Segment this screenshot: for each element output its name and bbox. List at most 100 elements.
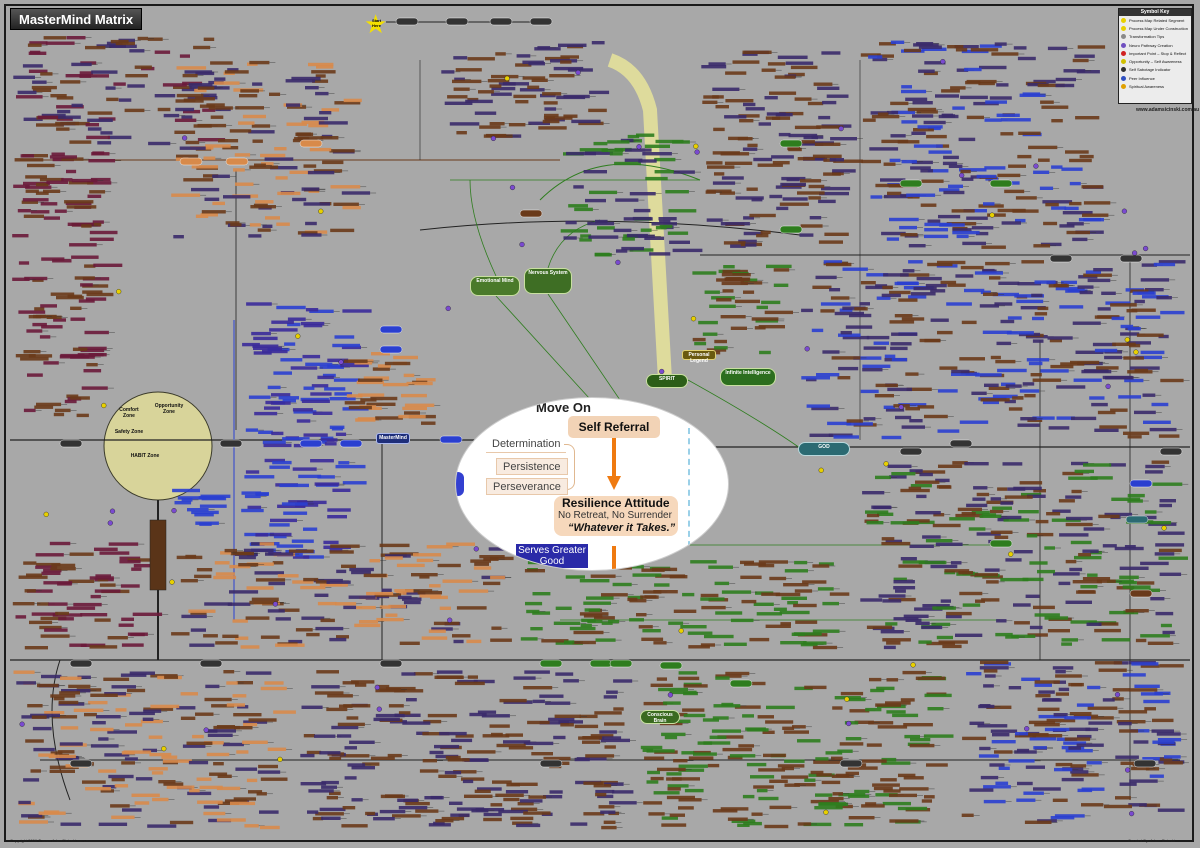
map-label-box: [645, 176, 668, 181]
map-label-box: [1085, 270, 1101, 274]
map-label-box: [82, 284, 109, 288]
map-label-box: [1029, 737, 1056, 741]
map-label-box: [255, 200, 274, 204]
map-label-box: [969, 788, 994, 792]
map-label-box: [893, 577, 907, 581]
map-label-box: [343, 605, 357, 610]
map-label-box: [565, 575, 585, 579]
map-label-box: [193, 45, 211, 50]
map-label-box: [810, 770, 824, 775]
branch-line: [539, 163, 701, 201]
node-personal-legend[interactable]: Personal Legend: [682, 350, 716, 364]
map-label-box: [44, 711, 65, 715]
node-infinite-intelligence[interactable]: Infinite Intelligence: [720, 368, 776, 386]
map-label-box: [1152, 482, 1183, 486]
map-label-box: [1068, 682, 1084, 687]
map-label-box: [32, 322, 47, 327]
map-node-pill: [519, 209, 543, 218]
map-label-box: [900, 557, 917, 561]
map-label-box: [700, 593, 719, 598]
magnifier-serves-greater-good-node[interactable]: Serves Greater Good: [516, 544, 588, 568]
map-label-box: [1094, 661, 1123, 665]
map-label-box: [845, 737, 862, 741]
map-label-box: [1114, 546, 1144, 551]
map-label-box: [881, 231, 906, 236]
map-label-box: [87, 194, 102, 198]
map-label-box: [758, 560, 788, 564]
map-label-box: [89, 237, 114, 241]
map-label-box: [1051, 206, 1067, 210]
magnifier-resilience-attitude-node[interactable]: [554, 496, 678, 536]
magnifier-self-referral-node[interactable]: Self Referral: [568, 416, 660, 438]
map-label-box: [711, 296, 735, 300]
map-label-box: [177, 496, 207, 500]
map-label-box: [180, 692, 198, 696]
map-label-box: [785, 61, 814, 65]
map-label-box: [1098, 514, 1120, 519]
map-label-box: [405, 801, 430, 806]
map-label-box: [1159, 757, 1173, 761]
map-label-box: [76, 413, 89, 418]
map-label-box: [797, 157, 815, 161]
map-label-box: [915, 480, 940, 484]
map-label-box: [983, 669, 998, 673]
map-label-box: [812, 154, 842, 158]
map-label-box: [1055, 692, 1069, 696]
map-label-box: [519, 799, 543, 803]
map-label-box: [1140, 692, 1163, 696]
map-label-box: [597, 226, 615, 230]
map-label-box: [784, 783, 800, 787]
node-spirit[interactable]: SPIRIT: [646, 374, 688, 388]
map-label-box: [996, 341, 1012, 346]
map-label-box: [356, 605, 376, 610]
node-nervous-system[interactable]: Nervous System: [524, 268, 572, 294]
node-conscious-brain[interactable]: Conscious Brain: [640, 710, 680, 724]
map-label-box: [39, 335, 51, 339]
map-label-box: [1087, 716, 1114, 720]
map-label-box: [933, 513, 945, 517]
map-label-box: [1120, 332, 1140, 336]
map-label-box: [1135, 355, 1162, 360]
map-label-box: [206, 752, 230, 757]
map-label-box: [204, 697, 232, 702]
map-label-box: [554, 714, 581, 718]
node-emotional-mind[interactable]: Emotional Mind: [470, 276, 520, 296]
map-node-pill: [395, 17, 419, 26]
magnifier-determination-node[interactable]: Determination: [486, 436, 566, 453]
map-marker-icon: [1161, 525, 1167, 531]
map-label-box: [651, 222, 677, 226]
map-label-box: [804, 778, 816, 782]
map-label-box: [30, 769, 41, 773]
map-label-box: [971, 226, 994, 230]
map-label-box: [878, 594, 906, 598]
map-label-box: [722, 269, 748, 274]
map-label-box: [462, 758, 488, 762]
map-label-box: [303, 555, 324, 559]
node-god[interactable]: GOD: [798, 442, 850, 456]
map-label-box: [755, 319, 779, 323]
map-label-box: [40, 72, 53, 76]
map-label-box: [123, 750, 152, 754]
map-label-box: [606, 690, 618, 694]
map-label-box: [920, 169, 933, 173]
magnifier-persistence-node[interactable]: Persistence: [496, 458, 568, 475]
map-label-box: [897, 140, 920, 144]
map-label-box: [767, 62, 786, 66]
map-label-box: [838, 333, 861, 337]
node-mastermind[interactable]: MasterMind: [376, 433, 410, 444]
symbol-key-label: Peer Influence: [1129, 75, 1155, 81]
map-label-box: [816, 125, 844, 129]
map-label-box: [903, 614, 929, 618]
map-label-box: [1043, 221, 1058, 226]
map-label-box: [85, 787, 111, 791]
map-label-box: [658, 687, 688, 692]
map-label-box: [292, 467, 317, 471]
map-label-box: [186, 741, 213, 745]
map-label-box: [887, 191, 902, 196]
map-label-box: [197, 138, 226, 142]
magnifier-perseverance-node[interactable]: Perseverance: [486, 478, 568, 495]
map-label-box: [194, 513, 214, 517]
map-label-box: [565, 220, 577, 225]
map-label-box: [944, 569, 970, 573]
map-label-box: [941, 89, 960, 93]
